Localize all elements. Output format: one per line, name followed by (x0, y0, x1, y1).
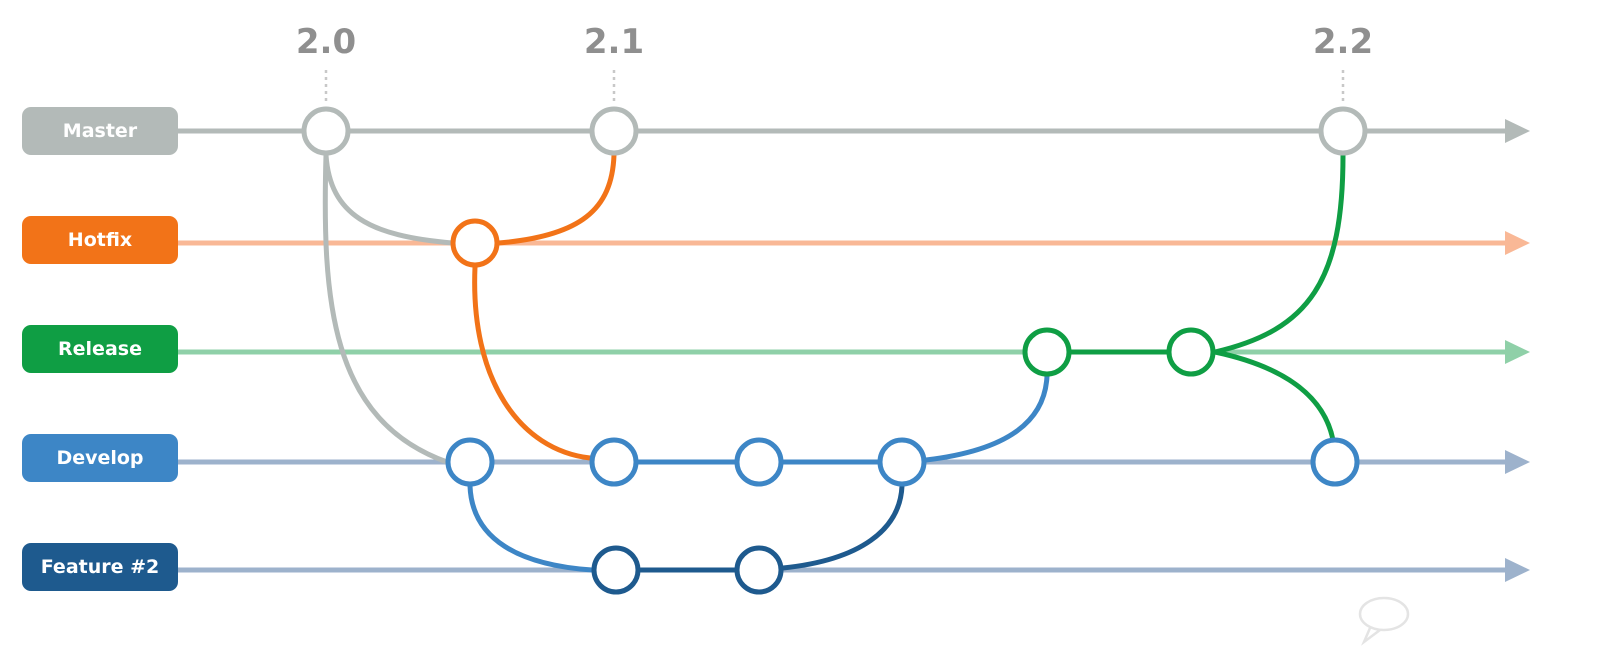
edge-hotfix-to-master (496, 152, 617, 246)
edge-master-to-hotfix (323, 152, 455, 246)
edge-release-to-develop (1212, 349, 1336, 443)
edge-feature-to-develop (780, 483, 905, 571)
edge-master-to-develop (322, 152, 450, 465)
commit-master-2-1 (589, 106, 639, 156)
release-lane-arrowhead (1505, 340, 1530, 364)
commit-master-2-2 (1318, 106, 1368, 156)
feature-lane-arrowhead (1505, 558, 1530, 582)
commit-develop-2 (589, 437, 639, 487)
develop-lane-arrowhead (1505, 450, 1530, 474)
branch-label-release: Release (22, 325, 178, 373)
version-label-2-1: 2.1 (583, 22, 645, 62)
commit-develop-3 (734, 437, 784, 487)
commit-feature-1 (591, 545, 641, 595)
edge-release-to-master (1212, 152, 1346, 355)
edge-hotfix-to-develop (472, 264, 593, 461)
commit-develop-1 (445, 437, 495, 487)
edge-develop-to-release (923, 373, 1050, 463)
branch-label-master: Master (22, 107, 178, 155)
branch-label-develop: Develop (22, 434, 178, 482)
master-lane-arrowhead (1505, 119, 1530, 143)
version-label-2-2: 2.2 (1312, 22, 1374, 62)
commit-release-1 (1022, 327, 1072, 377)
branch-label-feature: Feature #2 (22, 543, 178, 591)
commit-hotfix-1 (450, 218, 500, 268)
version-label-2-0: 2.0 (295, 22, 357, 62)
commit-release-2 (1166, 327, 1216, 377)
commit-master-2-0 (301, 106, 351, 156)
hotfix-lane-arrowhead (1505, 231, 1530, 255)
speech-bubble-icon (1358, 596, 1410, 646)
commit-develop-4 (877, 437, 927, 487)
commit-develop-5 (1310, 437, 1360, 487)
edge-develop-to-feature (467, 483, 595, 573)
branch-label-hotfix: Hotfix (22, 216, 178, 264)
commit-feature-2 (734, 545, 784, 595)
